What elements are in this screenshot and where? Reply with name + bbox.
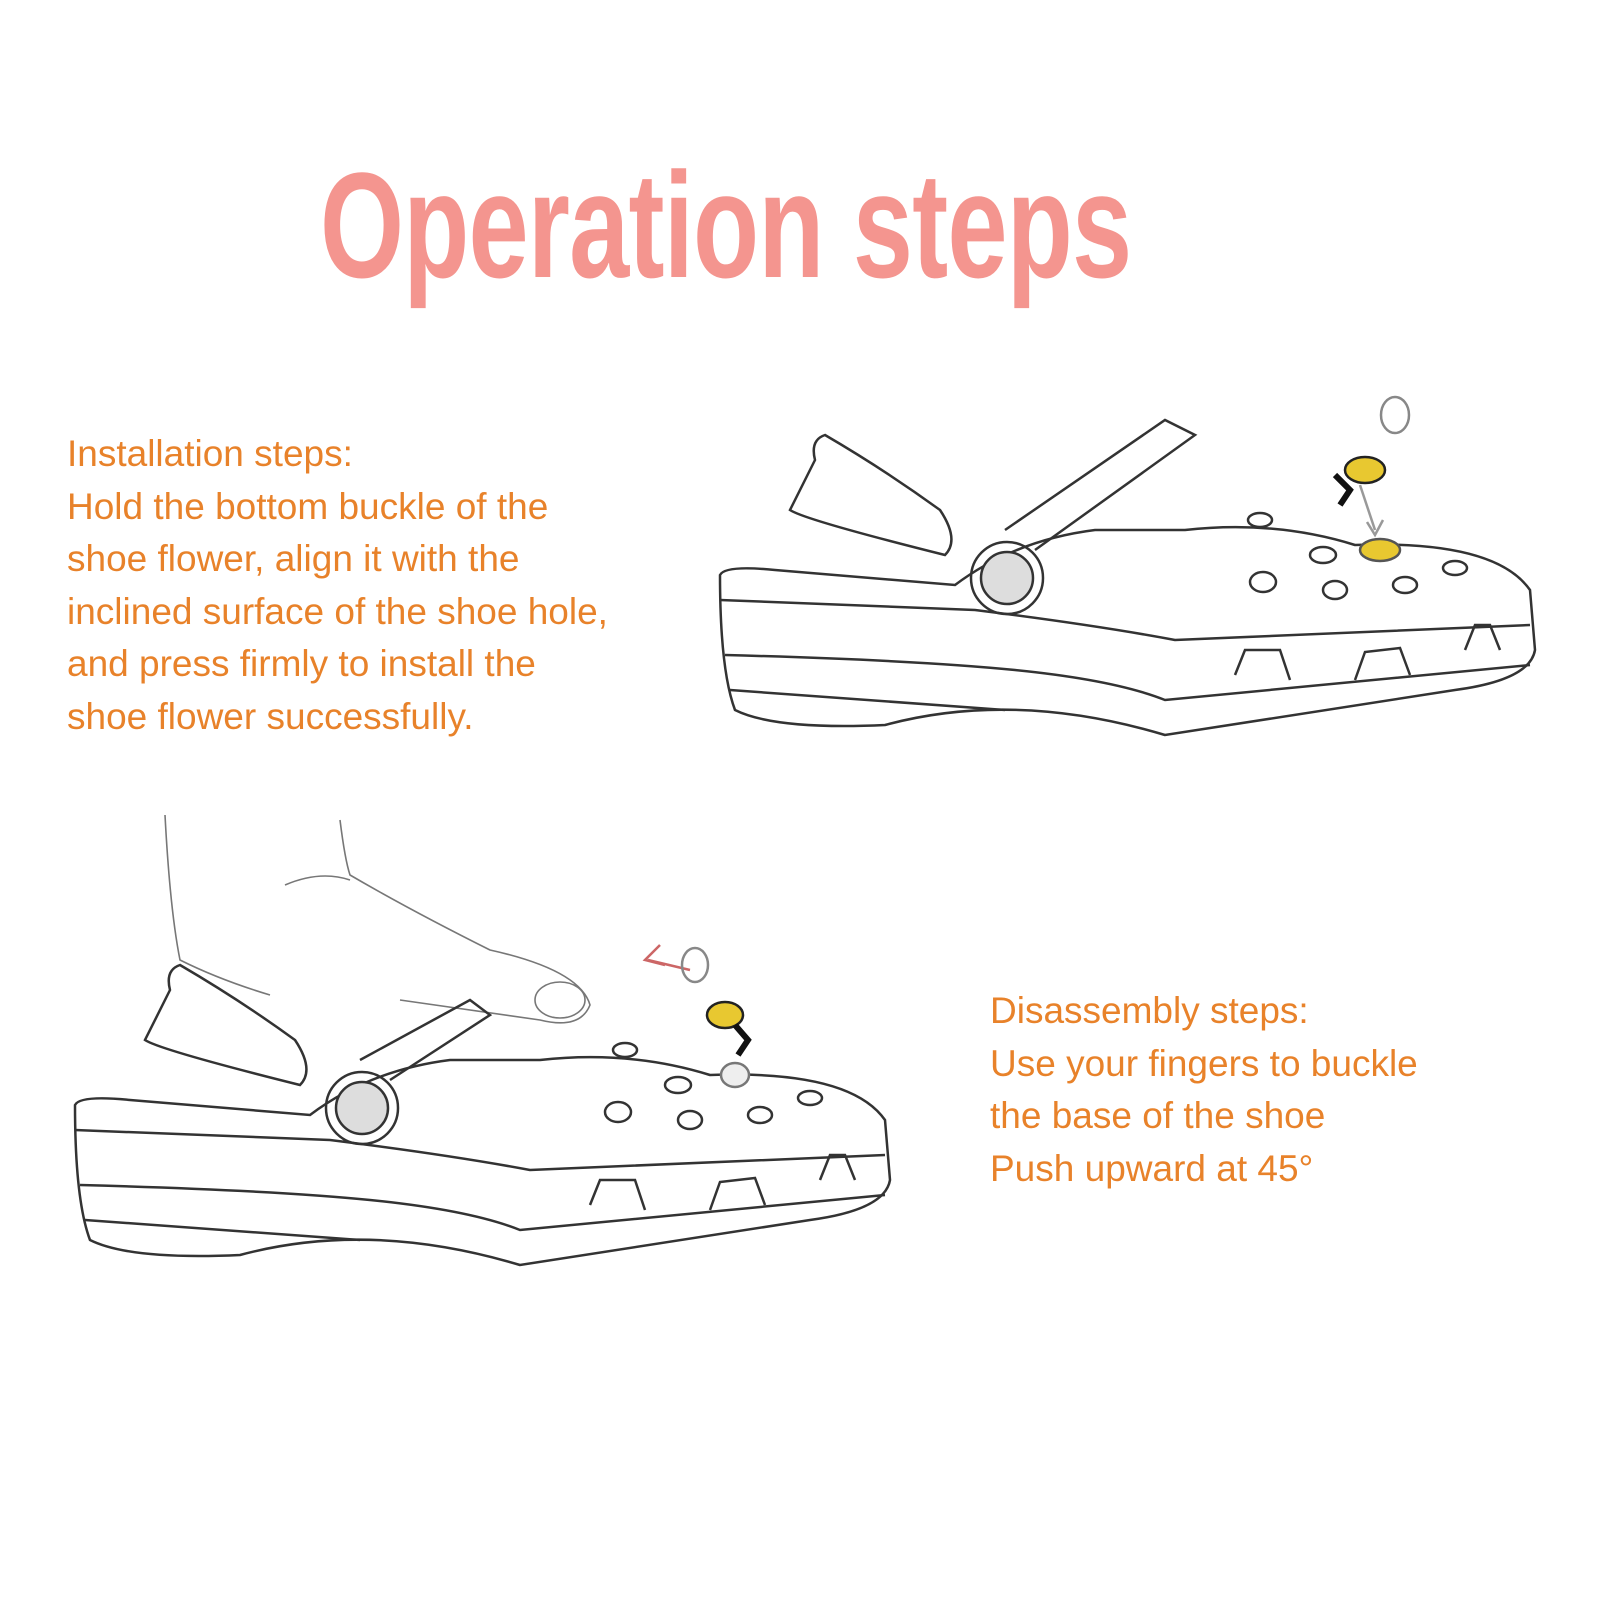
clog-outline-icon	[718, 418, 1537, 737]
installation-steps: Installation steps: Hold the bottom buck…	[67, 428, 608, 743]
disassembly-line: Use your fingers to buckle	[990, 1042, 1418, 1084]
disassembly-heading: Disassembly steps:	[990, 990, 1309, 1031]
clog-disassembly-illustration	[73, 814, 892, 1267]
disassembly-line: Push upward at 45°	[990, 1147, 1314, 1189]
installation-line: shoe flower, align it with the	[67, 538, 520, 579]
hand-icon	[164, 814, 591, 1024]
page-title: Operation steps	[320, 141, 1132, 309]
installation-heading: Installation steps:	[67, 433, 353, 474]
installation-line: inclined surface of the shoe hole,	[67, 590, 608, 632]
installation-line: Hold the bottom buckle of the	[67, 485, 549, 527]
clog-install-illustration	[718, 395, 1537, 737]
charm-icon	[1332, 395, 1411, 563]
disassembly-line: the base of the shoe	[990, 1095, 1326, 1136]
charm-icon	[642, 944, 752, 1089]
disassembly-steps: Disassembly steps: Use your fingers to b…	[990, 985, 1418, 1195]
installation-line: shoe flower successfully.	[67, 695, 474, 737]
clog-outline-icon	[73, 963, 892, 1267]
installation-line: and press firmly to install the	[67, 643, 536, 684]
